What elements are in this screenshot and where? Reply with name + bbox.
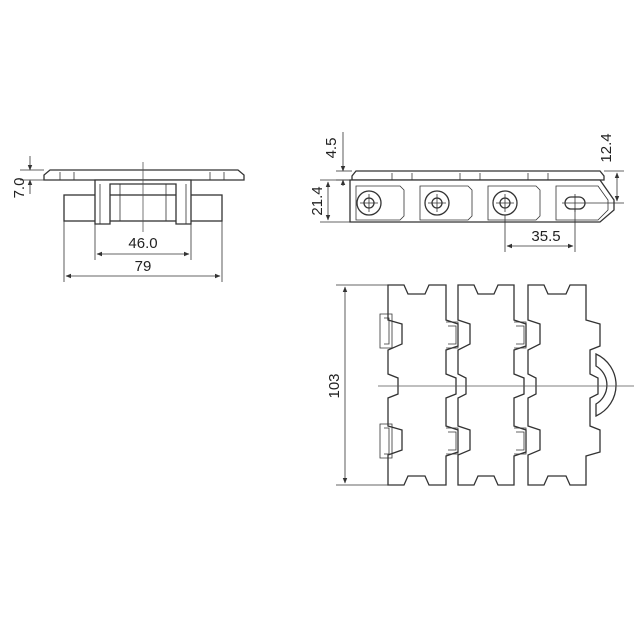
pin-1 xyxy=(356,190,382,216)
top-view: 103 xyxy=(326,284,634,486)
link-right xyxy=(527,284,601,486)
side-top-plate xyxy=(351,170,605,181)
pin-3 xyxy=(492,190,518,216)
end-view: 7.0 46.0 79 xyxy=(11,156,245,282)
dim-overall-width: 79 xyxy=(135,258,152,275)
top-plate xyxy=(43,169,245,181)
dim-pitch: 35.5 xyxy=(531,228,560,245)
side-view: 4.5 21.4 12.4 35.5 xyxy=(309,132,624,252)
dim-overall-length: 103 xyxy=(326,373,343,398)
dim-body-height: 21.4 xyxy=(309,186,326,215)
dim-side-height: 7.0 xyxy=(11,178,28,199)
pin-2 xyxy=(424,190,450,216)
dim-pin-offset: 12.4 xyxy=(598,133,615,162)
dim-inner-width: 46.0 xyxy=(128,235,157,252)
link-middle xyxy=(457,284,527,486)
link-left xyxy=(387,284,459,486)
dim-top-thickness: 4.5 xyxy=(323,138,340,159)
link-tab xyxy=(595,352,617,418)
